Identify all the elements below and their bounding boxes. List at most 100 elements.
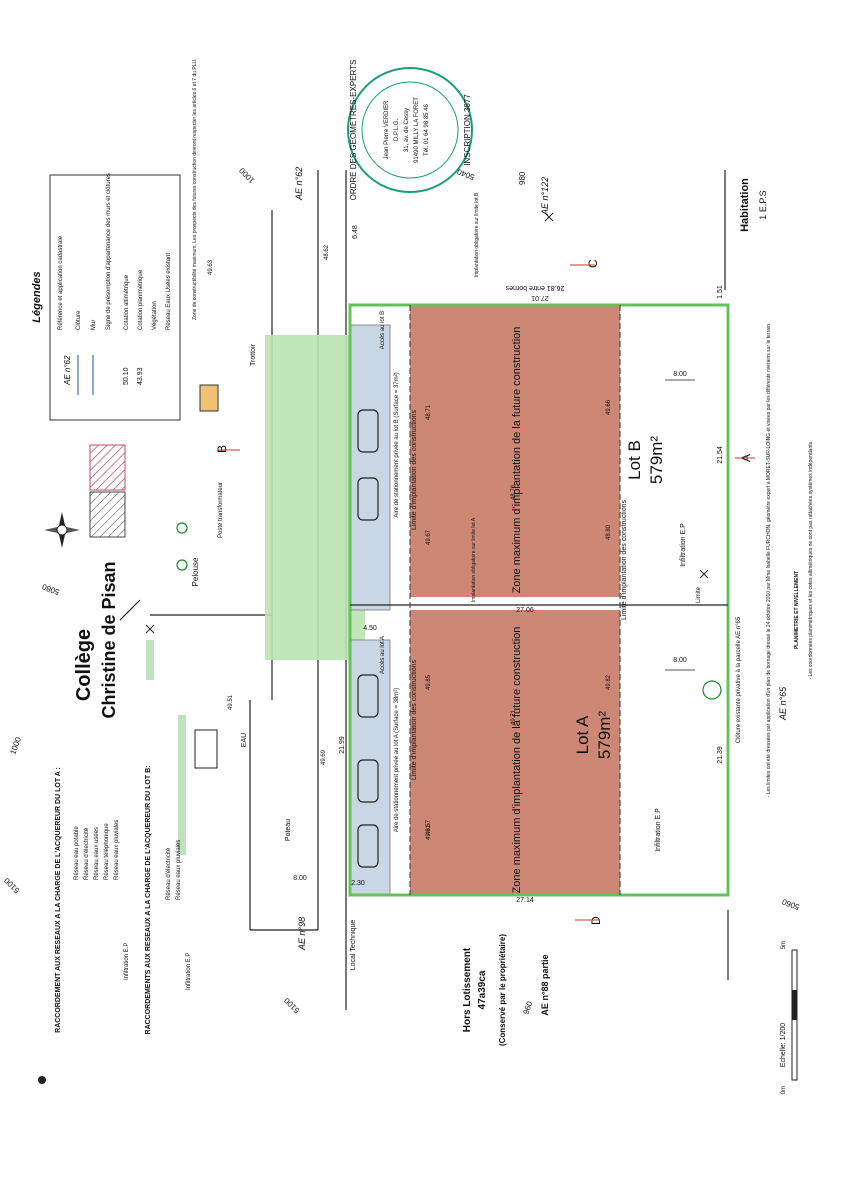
elev-9: 48.80: [606, 524, 612, 540]
elev-11: 48.71: [426, 404, 432, 420]
legend-item-3: Signe de présomption d'appartenance des …: [106, 173, 112, 330]
lot-b-name: Lot B: [625, 440, 644, 480]
compass-rose-icon: [44, 512, 80, 548]
legend-item-5-symbol: 43.93: [137, 367, 144, 385]
racc-b-item-1: Réseau eaux pluviales: [176, 840, 182, 900]
lot-a-area: 579m²: [595, 711, 614, 760]
grid-980: 980: [518, 171, 527, 185]
elev-3: 49.85: [426, 674, 432, 690]
lot-b-construction-zone: [410, 305, 620, 597]
survey-notes: - Les limites ont été dressées par appli…: [766, 323, 814, 798]
lot-a-parking-text: Aire de stationnement privée au lot A (S…: [394, 688, 400, 833]
legend-box: Légendes AE n°62 Référence et applicatio…: [31, 58, 219, 421]
racc-a-item-3: Réseau téléphonique: [104, 823, 110, 880]
vegetation-icons: [176, 522, 722, 700]
lot-a-access: Accès au lot A: [380, 636, 386, 674]
stamp-address2: 91490 MILLY LA FORET: [414, 97, 420, 163]
elev-8: 49.67: [426, 529, 432, 545]
legend-item-5: Cotation planimétrique: [138, 269, 144, 330]
elev-2: 49.57: [426, 819, 432, 835]
legend-zone-swatch: [199, 384, 219, 412]
dim-boundary: 26.81 entre bornes: [505, 284, 564, 291]
elev-5: 49.71: [511, 709, 517, 725]
dim-2714: 27.14: [516, 897, 534, 904]
dim-230: 2.30: [351, 880, 365, 887]
surveyor-stamp: ORDRE DES GEOMETRES-EXPERTS Jean Pierre …: [347, 60, 473, 201]
dim-800b: 8.00: [673, 371, 687, 378]
habitation-label: Habitation: [739, 178, 751, 232]
grid-coordinates: 5100 5080 5040 5060 1000 980 960 5100 10…: [2, 166, 801, 1016]
habitation-sub: 1 E.P.S: [758, 190, 768, 219]
hors-parcel: AE n°88 partie: [540, 954, 550, 1015]
speck: [38, 1076, 46, 1084]
lawn-area: [265, 335, 365, 660]
legend-item-2: Mur: [91, 320, 97, 330]
racc-b-infiltration: Infiltration E.P: [186, 953, 192, 990]
limit-line-label-c: Limite d'implantation des constructions: [621, 499, 628, 620]
legend-item-0: Référence et application cadastrale: [58, 235, 64, 330]
parcel-ae122: AE n°122: [540, 177, 550, 216]
section-b: B: [215, 445, 229, 453]
legend-title: Légendes: [31, 271, 43, 322]
grid-5060: 5060: [780, 897, 800, 912]
elev-13: 48.62: [324, 244, 330, 260]
eau-label: EAU: [241, 733, 248, 747]
note-line3: - Les coordonnées planimétriques et les …: [808, 440, 814, 679]
lot-a-construction-zone: [410, 610, 620, 895]
racc-a-item-1: Réseau d'électricité: [84, 827, 90, 880]
scale-five: 5m: [781, 941, 787, 949]
section-markers: A B C D: [215, 259, 755, 925]
elev-1: 49.51: [228, 694, 234, 710]
dim-800c: 8.00: [293, 875, 307, 882]
stamp-name: Jean Pierre VERDIER: [384, 100, 390, 160]
limit-line-label-a: Limite d'implantation des constructions: [411, 659, 418, 780]
eau-box: [194, 729, 218, 769]
scale-label: Echelle: 1/200: [780, 1023, 787, 1067]
lot-common-labels: Limite d'implantation des constructions …: [411, 192, 742, 780]
elev-7: 48.70: [511, 484, 517, 500]
dim-boundary2: 27.01: [531, 294, 549, 301]
lot-b-access: Accès au lot B: [380, 311, 386, 349]
legend-item-6: Végétation: [152, 301, 158, 330]
limite-label: Limite: [696, 586, 702, 603]
racc-a-infiltration: Infiltration E.P: [124, 943, 130, 980]
dim-800a: 8.00: [673, 657, 687, 664]
parcel-ae62: AE n°62: [294, 167, 304, 201]
easement-b-label: Implantation obligatoire sur limite lot …: [474, 192, 480, 277]
lots-outline: [348, 303, 730, 897]
stamp-phone: Tél. 01 64 98 85 46: [424, 103, 430, 155]
lot-a-name: Lot A: [573, 715, 592, 754]
grid-5100b: 5100: [282, 996, 301, 1015]
lot-b-infiltration: Infiltration E.P: [680, 523, 687, 567]
legend-item-4-symbol: 50.10: [123, 367, 130, 385]
scale-zero: 0m: [781, 1086, 787, 1094]
dim-2139: 21.39: [717, 746, 724, 764]
parcel-ae65: AE n°65: [778, 686, 788, 721]
racc-a-item-2: Réseau eaux usées: [94, 827, 100, 880]
racc-b-title: RACCORDEMENTS AUX RESEAUX A LA CHARGE DE…: [145, 766, 152, 1035]
poteau-label: Poteau: [285, 819, 292, 841]
dim-450: 4.50: [363, 625, 377, 632]
raccordement-a: RACCORDEMENT AUX RESEAUX A LA CHARGE DE …: [55, 767, 130, 1033]
hors-lotissement: Hors Lotissement: [462, 947, 473, 1032]
hors-area: 47a39ca: [477, 970, 488, 1009]
lot-b-labels: Lot B 579m² Zone maximum d'implantation …: [380, 311, 687, 594]
parcel-ae98: AE n°98: [297, 917, 307, 951]
easement-a-label: Implantation obligatoire sur limite lot …: [471, 517, 477, 602]
stamp-ring: ORDRE DES GEOMETRES-EXPERTS: [349, 60, 358, 201]
lots-group: [348, 303, 730, 897]
lot-a-infiltration: Infiltration E.P: [655, 808, 662, 852]
car-icons: [357, 409, 379, 868]
elev-0: 49.69: [321, 749, 327, 765]
stamp-title: D.P.L.G.: [394, 119, 400, 142]
grid-960: 960: [521, 1000, 534, 1016]
poste-label: Poste transformateur: [218, 482, 224, 538]
parcel-references: AE n°62 AE n°98 AE n°122 AE n°65: [294, 167, 788, 951]
grid-5100: 5100: [2, 876, 21, 895]
stamp-inscription: INSCRIPTION 3677: [463, 94, 472, 166]
grid-1000b: 1000: [237, 166, 256, 185]
grid-5080: 5080: [40, 582, 60, 597]
tree-dots: [146, 640, 186, 855]
lot-a-labels: Lot A 579m² Zone maximum d'implantation …: [380, 627, 662, 894]
